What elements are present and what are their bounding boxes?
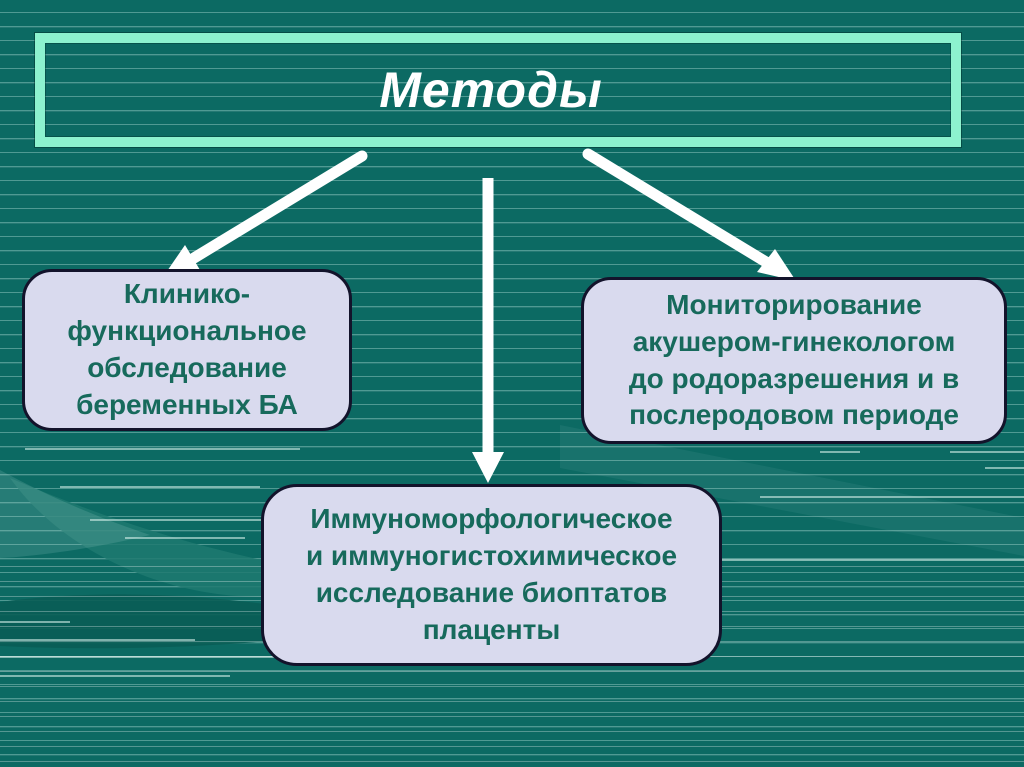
title-box: Методы [35,33,961,147]
arrow-down-icon [472,178,504,483]
box-obstetric-monitoring-text: Мониторирование акушером-гинекологом до … [628,288,960,431]
arrow-down-left-icon [163,150,368,277]
box-clinical-exam: Клинико- функциональное обследование бер… [22,269,352,431]
box-immuno-study: Иммуноморфологическое и иммуногистохимич… [261,484,722,666]
box-obstetric-monitoring: Мониторирование акушером-гинекологом до … [581,277,1007,444]
slide-title: Методы [379,62,603,118]
box-immuno-study-text: Иммуноморфологическое и иммуногистохимич… [305,503,678,645]
arrow-down-right-icon [582,148,796,281]
box-clinical-exam-text: Клинико- функциональное обследование бер… [67,278,307,420]
swoosh-highlight-shape [0,470,150,558]
